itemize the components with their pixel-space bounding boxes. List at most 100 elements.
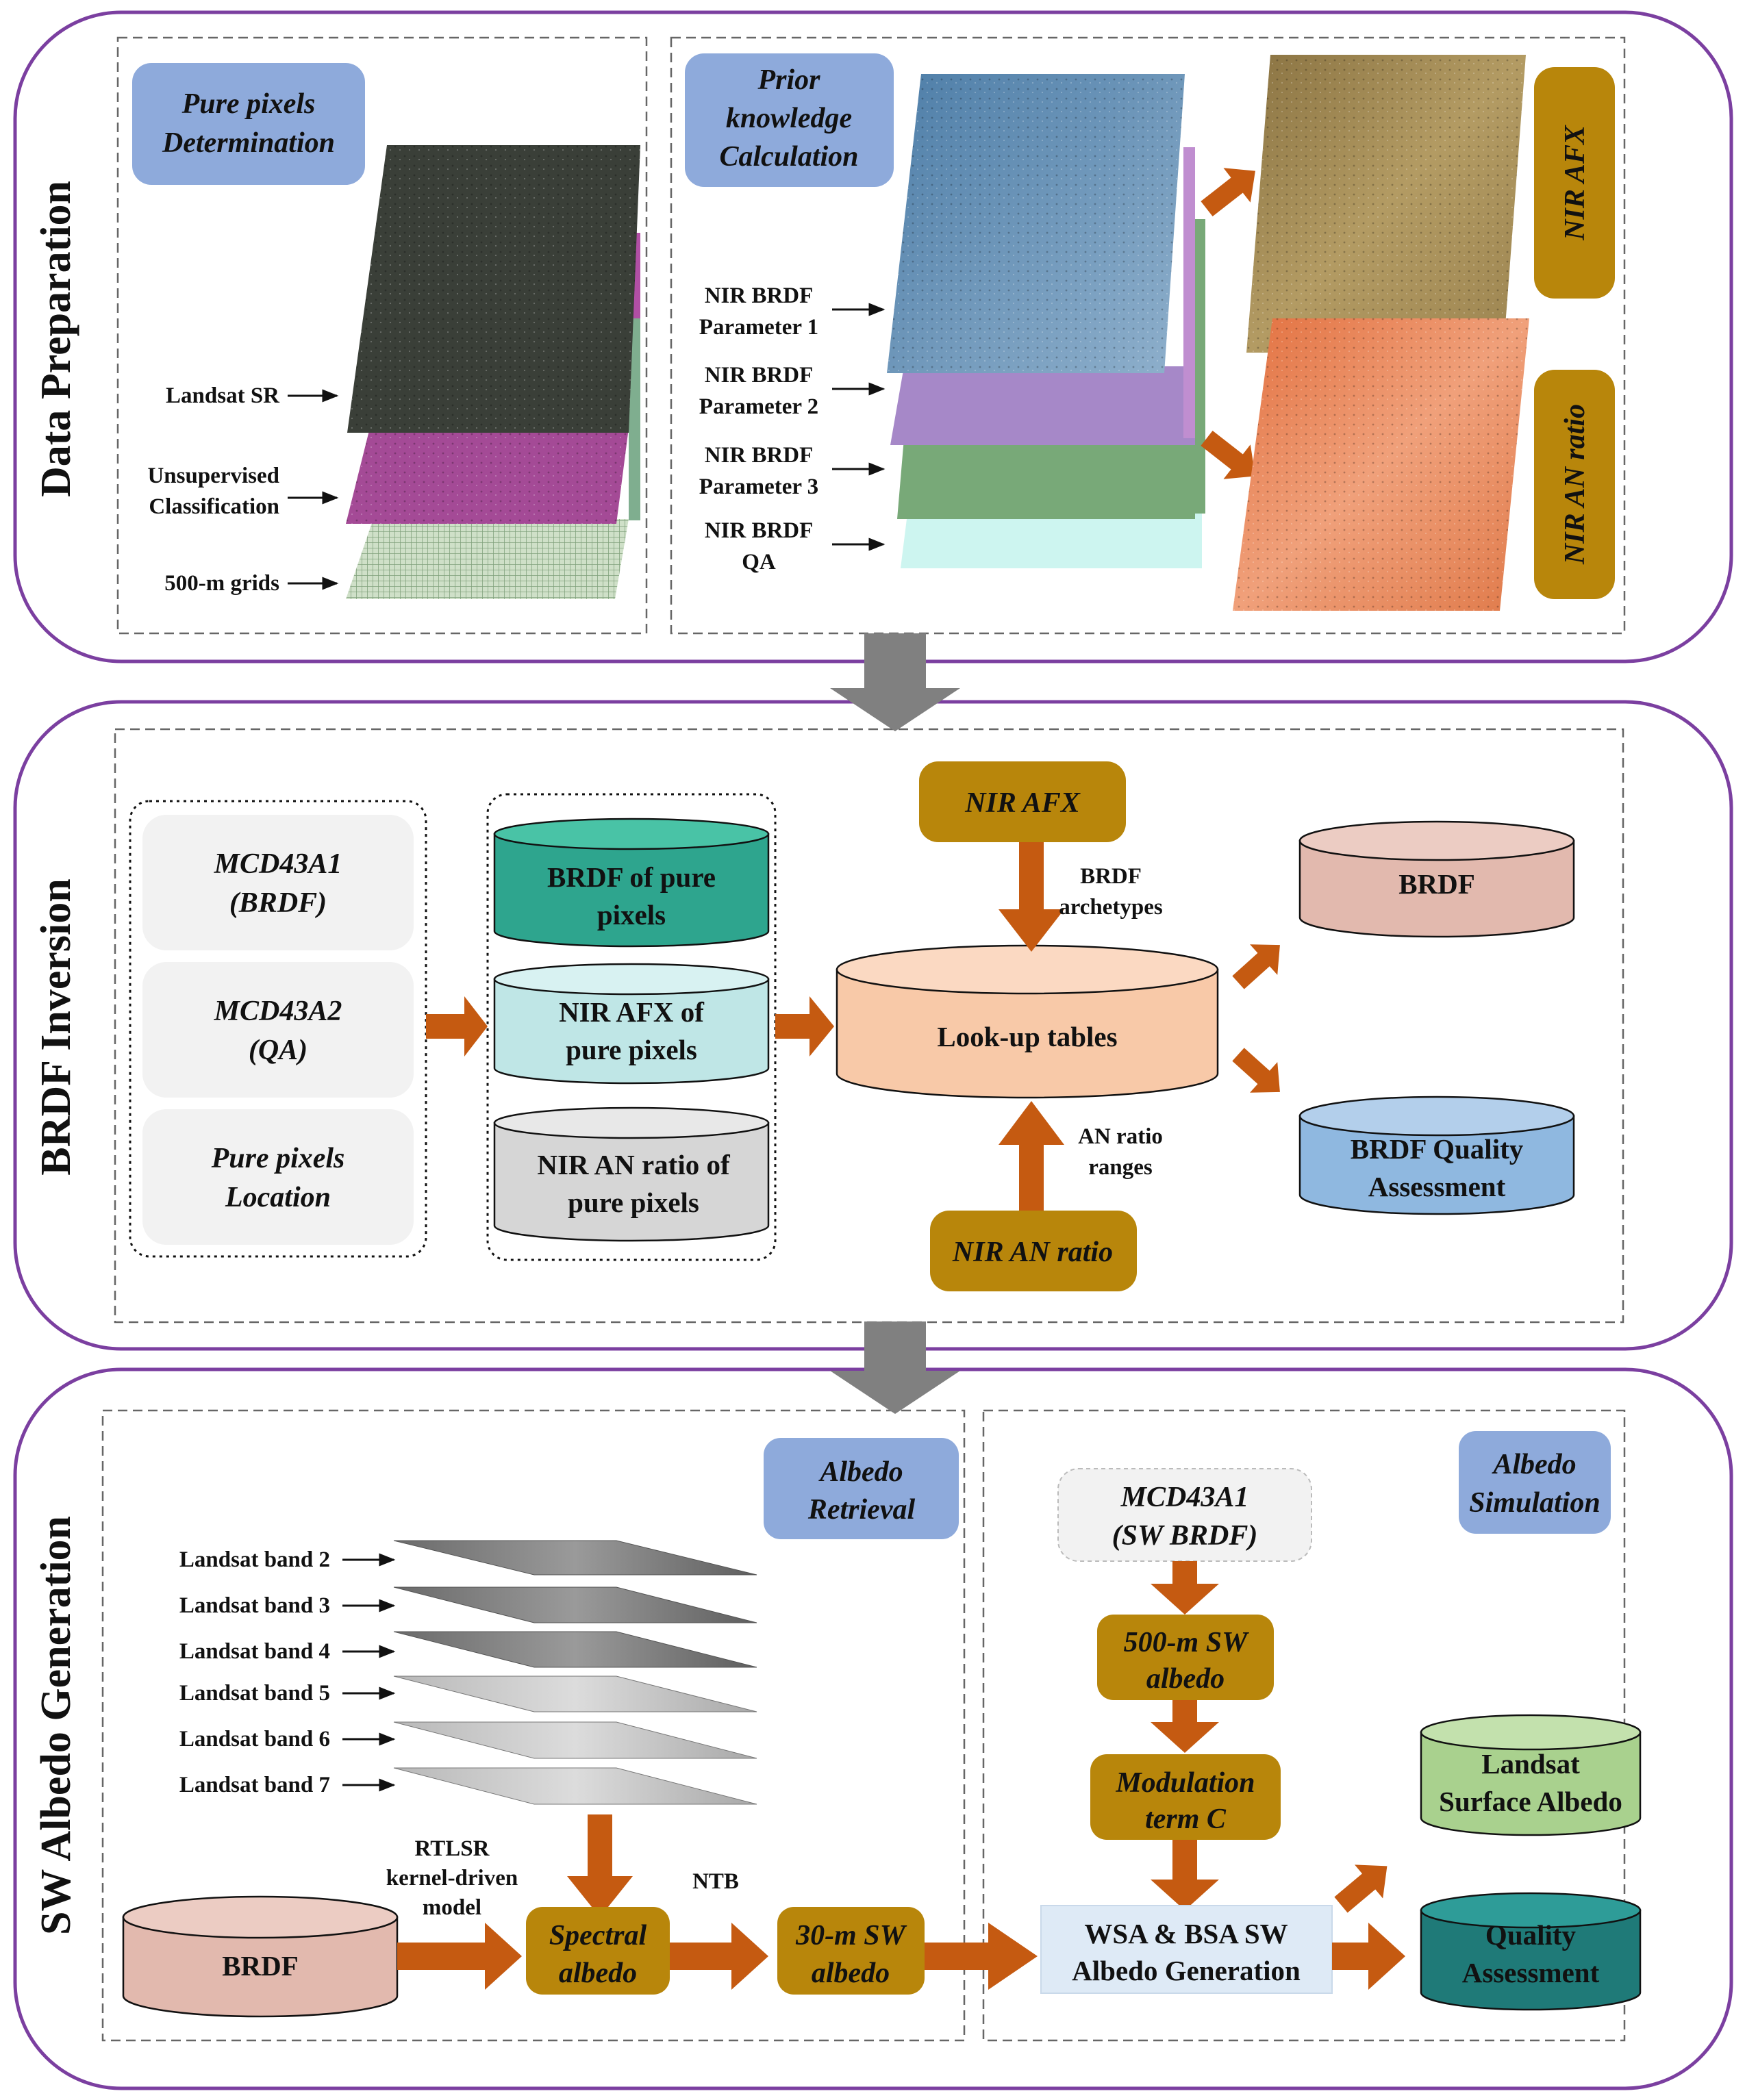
label-band-2: Landsat band 2 bbox=[179, 1547, 330, 1572]
label-prior-knowledge bbox=[685, 53, 894, 187]
arrow-lut-to-quality bbox=[1232, 1048, 1280, 1093]
box-spectral-albedo bbox=[526, 1907, 670, 1995]
box-500m-sw-albedo bbox=[1097, 1615, 1274, 1700]
panel-prior-knowledge bbox=[670, 36, 1626, 635]
cylinder-brdf-of-pure-pixels bbox=[493, 818, 770, 948]
cylinder-brdf-output bbox=[1298, 820, 1575, 938]
box-mcd43a2 bbox=[142, 962, 414, 1098]
label-brdf-pure-line1: BRDF of pure bbox=[547, 861, 716, 893]
panel-pure-pixels bbox=[116, 36, 648, 635]
image-landsat-sr-texture bbox=[347, 145, 640, 433]
arrow-lut-to-brdf bbox=[1232, 944, 1280, 989]
label-rtlsr-line3: model bbox=[423, 1895, 481, 1920]
label-spectral-albedo-line2: albedo bbox=[559, 1958, 637, 1989]
label-500m-grids: 500-m grids bbox=[164, 571, 279, 596]
band-layer-2 bbox=[393, 1540, 757, 1576]
label-param2-line1: NIR BRDF bbox=[705, 363, 814, 388]
label-brdf-quality-line2: Assessment bbox=[1368, 1171, 1506, 1202]
box-pure-pixels-location bbox=[142, 1109, 414, 1245]
cylinder-look-up-tables bbox=[836, 944, 1219, 1099]
arrow-to-nir-afx-image bbox=[1201, 168, 1255, 217]
label-surface-albedo-line1: Landsat bbox=[1481, 1748, 1580, 1780]
label-500m-line2: albedo bbox=[1146, 1663, 1225, 1695]
image-classification-texture bbox=[346, 428, 629, 524]
label-albedo-retrieval bbox=[764, 1438, 959, 1539]
box-mcd43a1 bbox=[142, 815, 414, 950]
box-nir-afx-vertical bbox=[1534, 67, 1615, 299]
label-quality-line2: Assessment bbox=[1462, 1957, 1600, 1988]
section-title-data-preparation: Data Preparation bbox=[33, 181, 79, 497]
image-nir-parameter-3 bbox=[897, 438, 1195, 519]
label-wsa-bsa-line1: WSA & BSA SW bbox=[1084, 1918, 1288, 1949]
label-pure-pixels-determination bbox=[132, 63, 365, 185]
arrow-bands-to-spectral bbox=[567, 1814, 633, 1917]
label-param2-line2: Parameter 2 bbox=[699, 394, 818, 419]
grey-arrow-prep-to-inversion bbox=[830, 633, 960, 731]
cylinder-brdf-quality-assessment bbox=[1298, 1096, 1575, 1215]
label-ntb: NTB bbox=[692, 1869, 739, 1894]
arrow-afx-to-lut bbox=[999, 842, 1064, 952]
label-prior-line3: Calculation bbox=[719, 141, 858, 173]
label-30m-line2: albedo bbox=[812, 1958, 890, 1989]
band-layer-7 bbox=[393, 1767, 757, 1805]
band-layer-6 bbox=[393, 1721, 757, 1759]
label-pure-location-line2: Location bbox=[225, 1182, 331, 1213]
label-band-5: Landsat band 5 bbox=[179, 1681, 330, 1706]
label-band-7: Landsat band 7 bbox=[179, 1773, 330, 1797]
label-nir-an-ratio-box: NIR AN ratio bbox=[952, 1237, 1113, 1268]
cylinder-brdf-input bbox=[122, 1895, 399, 2018]
label-albedo-retrieval-line2: Retrieval bbox=[807, 1494, 916, 1526]
image-500m-grids bbox=[346, 519, 629, 599]
label-brdf-input: BRDF bbox=[222, 1950, 299, 1982]
label-pure-pixels-line1: Pure pixels bbox=[181, 88, 316, 120]
arrow-30m-to-wsa bbox=[925, 1923, 1038, 1990]
arrow-pure-to-lut bbox=[775, 996, 834, 1057]
label-mcd43a1-sw-line2: (SW BRDF) bbox=[1112, 1520, 1258, 1552]
label-nir-afx-box: NIR AFX bbox=[964, 787, 1081, 819]
label-surface-albedo-line2: Surface Albedo bbox=[1439, 1786, 1622, 1817]
image-nir-afx-texture bbox=[1246, 55, 1526, 353]
box-nir-an-ratio-vertical bbox=[1534, 370, 1615, 599]
image-nir-parameter-2-edge bbox=[1183, 147, 1195, 438]
label-mcd43a1-sw-line1: MCD43A1 bbox=[1120, 1482, 1249, 1513]
label-param3-line2: Parameter 3 bbox=[699, 475, 818, 499]
label-an-ratio-ranges-line2: ranges bbox=[1088, 1155, 1153, 1180]
label-albedo-simulation bbox=[1459, 1431, 1611, 1534]
label-rtlsr-line1: RTLSR bbox=[415, 1836, 490, 1861]
cylinder-quality-assessment bbox=[1420, 1892, 1642, 2011]
label-unsupervised-line1: Unsupervised bbox=[147, 464, 279, 488]
band-layer-5 bbox=[393, 1675, 757, 1712]
panel-albedo-retrieval bbox=[101, 1409, 966, 2042]
section-title-sw-albedo: SW Albedo Generation bbox=[33, 1516, 79, 1935]
arrow-spectral-to-30m bbox=[670, 1923, 768, 1990]
label-albedo-retrieval-line1: Albedo bbox=[818, 1456, 903, 1488]
label-500m-line1: 500-m SW bbox=[1124, 1627, 1250, 1658]
arrow-an-to-lut bbox=[999, 1101, 1064, 1211]
label-albedo-simulation-line1: Albedo bbox=[1491, 1449, 1576, 1480]
label-mcd43a2-line2: (QA) bbox=[249, 1035, 307, 1066]
label-mcd43a1-line1: MCD43A1 bbox=[214, 848, 342, 880]
label-modulation-line2: term C bbox=[1145, 1804, 1227, 1835]
label-brdf-output: BRDF bbox=[1398, 868, 1475, 900]
label-afx-pure-line2: pure pixels bbox=[566, 1034, 697, 1065]
label-pure-pixels-line2: Determination bbox=[162, 127, 335, 159]
arrow-wsa-to-surface-albedo bbox=[1334, 1864, 1388, 1913]
image-nir-parameter-1-texture bbox=[887, 74, 1185, 373]
label-nir-afx-vertical: NIR AFX bbox=[1559, 125, 1591, 241]
box-modulation-term-c bbox=[1090, 1754, 1281, 1840]
label-wsa-bsa-line2: Albedo Generation bbox=[1072, 1955, 1301, 1986]
cylinder-nir-an-pure-pixels bbox=[493, 1106, 770, 1242]
cylinder-landsat-surface-albedo bbox=[1420, 1714, 1642, 1836]
label-band-6: Landsat band 6 bbox=[179, 1727, 330, 1751]
label-brdf-quality-line1: BRDF Quality bbox=[1351, 1133, 1524, 1165]
band-layer-3 bbox=[393, 1586, 757, 1623]
label-30m-line1: 30-m SW bbox=[795, 1920, 907, 1951]
image-nir-qa bbox=[901, 514, 1202, 568]
label-prior-line2: knowledge bbox=[726, 103, 852, 134]
image-nir-an-ratio-texture bbox=[1233, 318, 1529, 611]
box-nir-afx bbox=[919, 761, 1126, 842]
image-nir-parameter-3-edge bbox=[1195, 219, 1205, 514]
label-brdf-archetypes-line2: archetypes bbox=[1059, 895, 1163, 920]
label-brdf-pure-line2: pixels bbox=[597, 899, 666, 931]
label-landsat-sr: Landsat SR bbox=[166, 383, 280, 408]
